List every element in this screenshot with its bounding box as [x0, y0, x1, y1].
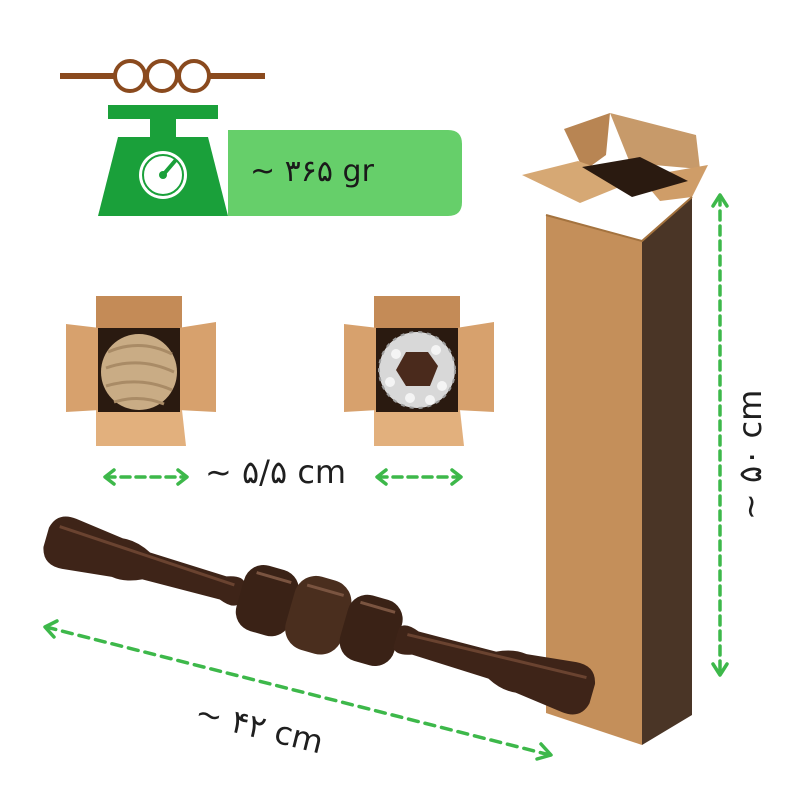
weight-value: ~ ۳۶۵ gr	[250, 154, 374, 189]
box-width-label: ~ ۵/۵ cm	[205, 453, 347, 491]
shipping-box	[522, 113, 708, 745]
box-top-view-bubblewrap	[344, 296, 494, 446]
scale-icon	[98, 105, 228, 216]
weight-graphic	[60, 59, 462, 216]
box-top-view-fabric	[66, 296, 216, 446]
weight-badge	[228, 130, 462, 216]
scale-hanger-icon	[60, 59, 265, 93]
